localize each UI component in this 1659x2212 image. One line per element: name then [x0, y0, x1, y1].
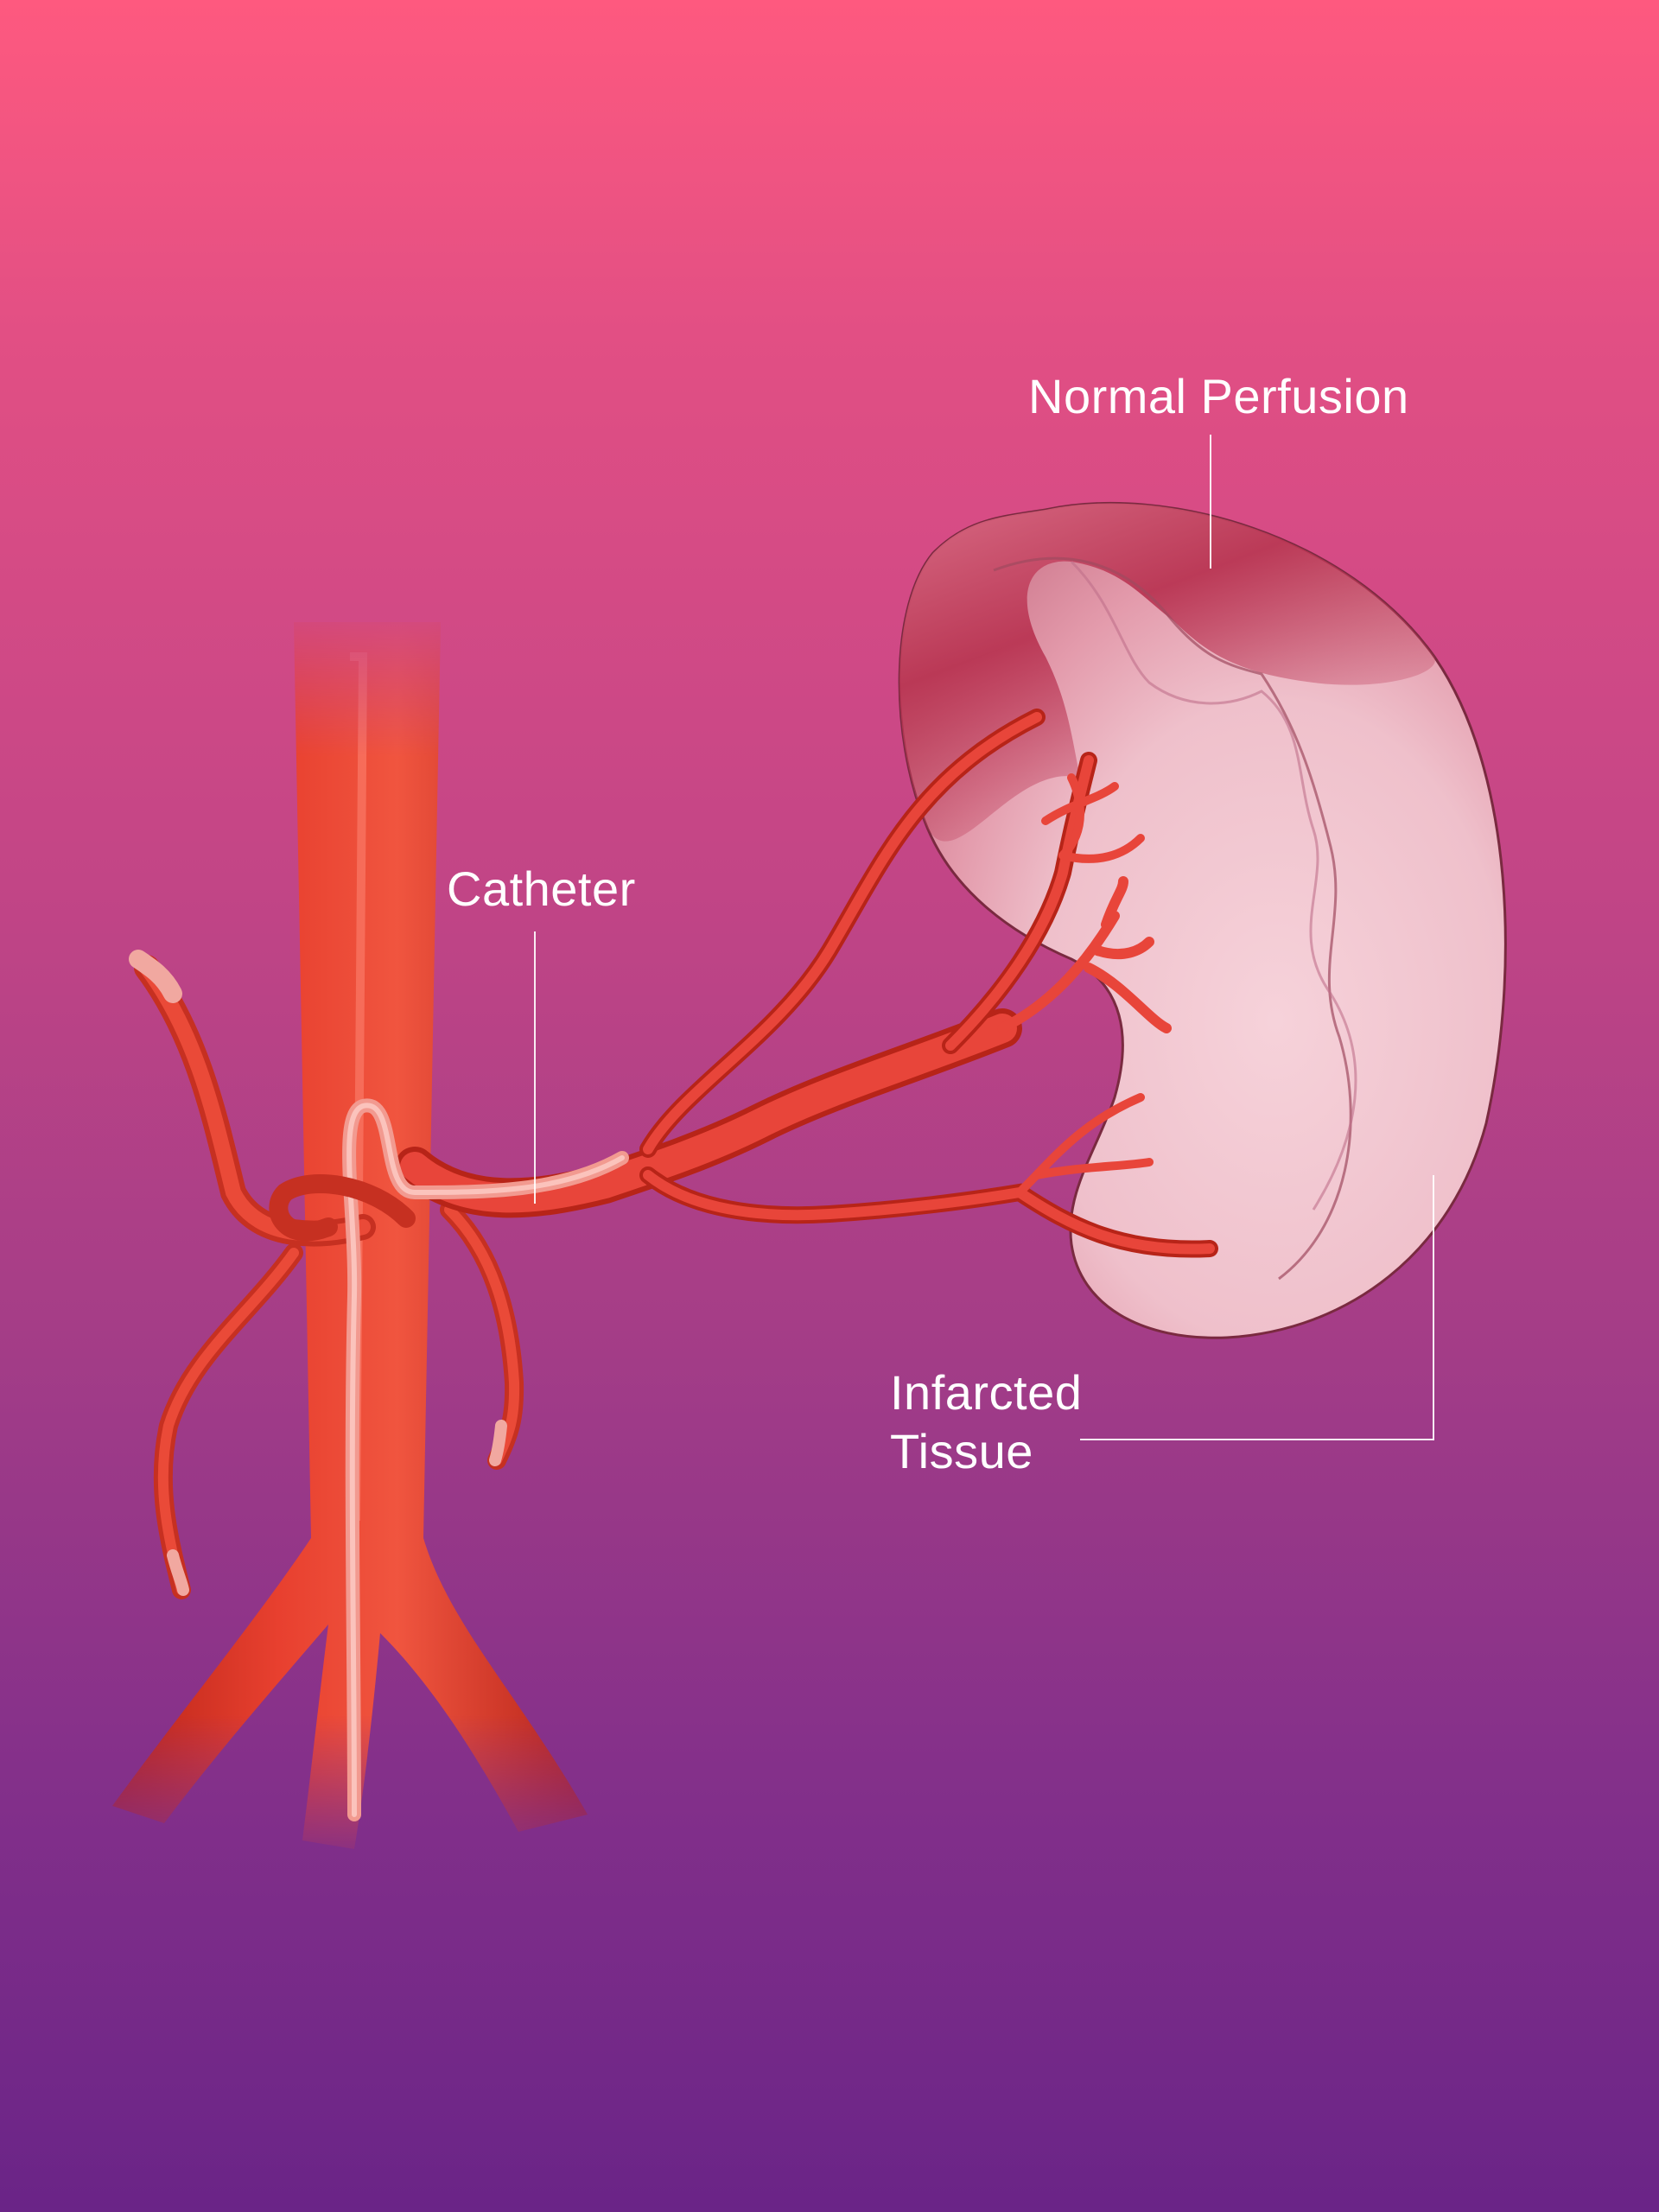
label-infarcted-tissue-line1: Infarcted: [890, 1365, 1083, 1420]
leader-normal-perfusion: [1210, 435, 1211, 569]
kidney-inner-contour: [993, 556, 1352, 1281]
renal-artery: [395, 709, 1218, 1258]
leader-infarcted-tissue-horizontal: [1080, 1439, 1434, 1440]
catheter: [269, 1098, 629, 1821]
label-normal-perfusion: Normal Perfusion: [1028, 369, 1409, 423]
kidney: [898, 501, 1507, 1339]
lumbar-arteries: [129, 950, 524, 1599]
label-catheter: Catheter: [447, 861, 636, 916]
kidney-healthy-cortex: [899, 503, 1435, 842]
label-infarcted-tissue-line2: Tissue: [890, 1424, 1033, 1478]
leader-infarcted-tissue-vertical: [1433, 1175, 1434, 1440]
leader-catheter: [534, 931, 536, 1204]
kidney-infarct-boundary: [1070, 560, 1357, 1211]
